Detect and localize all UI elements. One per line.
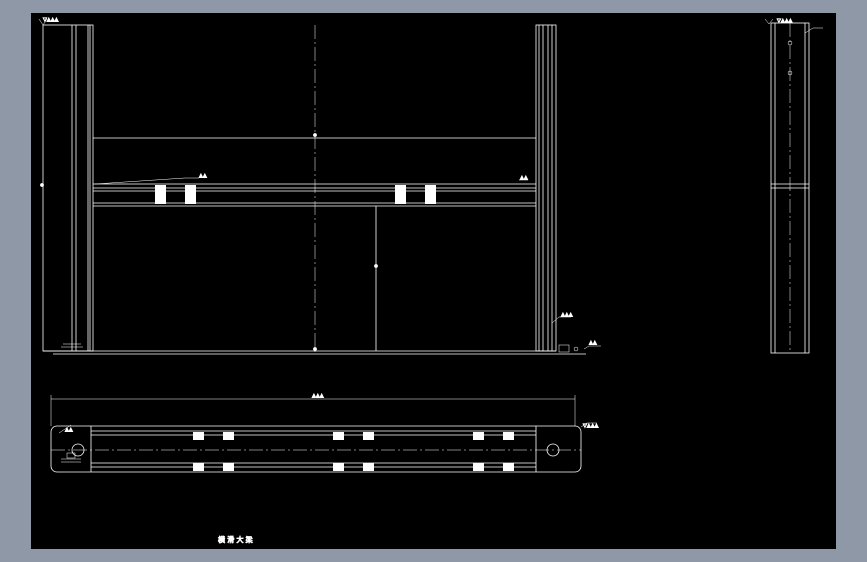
callout-column-right: ▲▲▲ — [561, 312, 573, 318]
plan-clips — [193, 432, 514, 471]
cad-drawing: ▽▲▲▲ ▲▲ ▲▲ ▲▲▲ ▲▲ ▽▲▲▲ — [38, 17, 823, 544]
drawing-caption: 横 滑 大 梁 — [218, 535, 253, 544]
callout-base-right: ▲▲ — [589, 340, 597, 346]
drawing-canvas[interactable]: ▽▲▲▲ ▲▲ ▲▲ ▲▲▲ ▲▲ ▽▲▲▲ — [31, 13, 836, 549]
callout-front-left: ▲▲ — [199, 173, 207, 179]
right-column — [535, 24, 557, 352]
roughness-mark-front: ▽▲▲▲ — [43, 17, 59, 23]
side-view — [764, 18, 823, 354]
roughness-mark-side: ▽▲▲▲ — [777, 18, 793, 24]
overall-dimension: ▲▲▲ — [312, 393, 324, 399]
plan-view — [50, 395, 597, 473]
front-view — [38, 18, 601, 355]
callout-front-right: ▲▲ — [520, 175, 528, 181]
cross-beam — [93, 183, 536, 207]
callout-plan-right: ▽▲▲▲ — [583, 423, 599, 429]
left-column — [42, 24, 94, 352]
callout-plan-left: ▲▲ — [65, 427, 73, 433]
